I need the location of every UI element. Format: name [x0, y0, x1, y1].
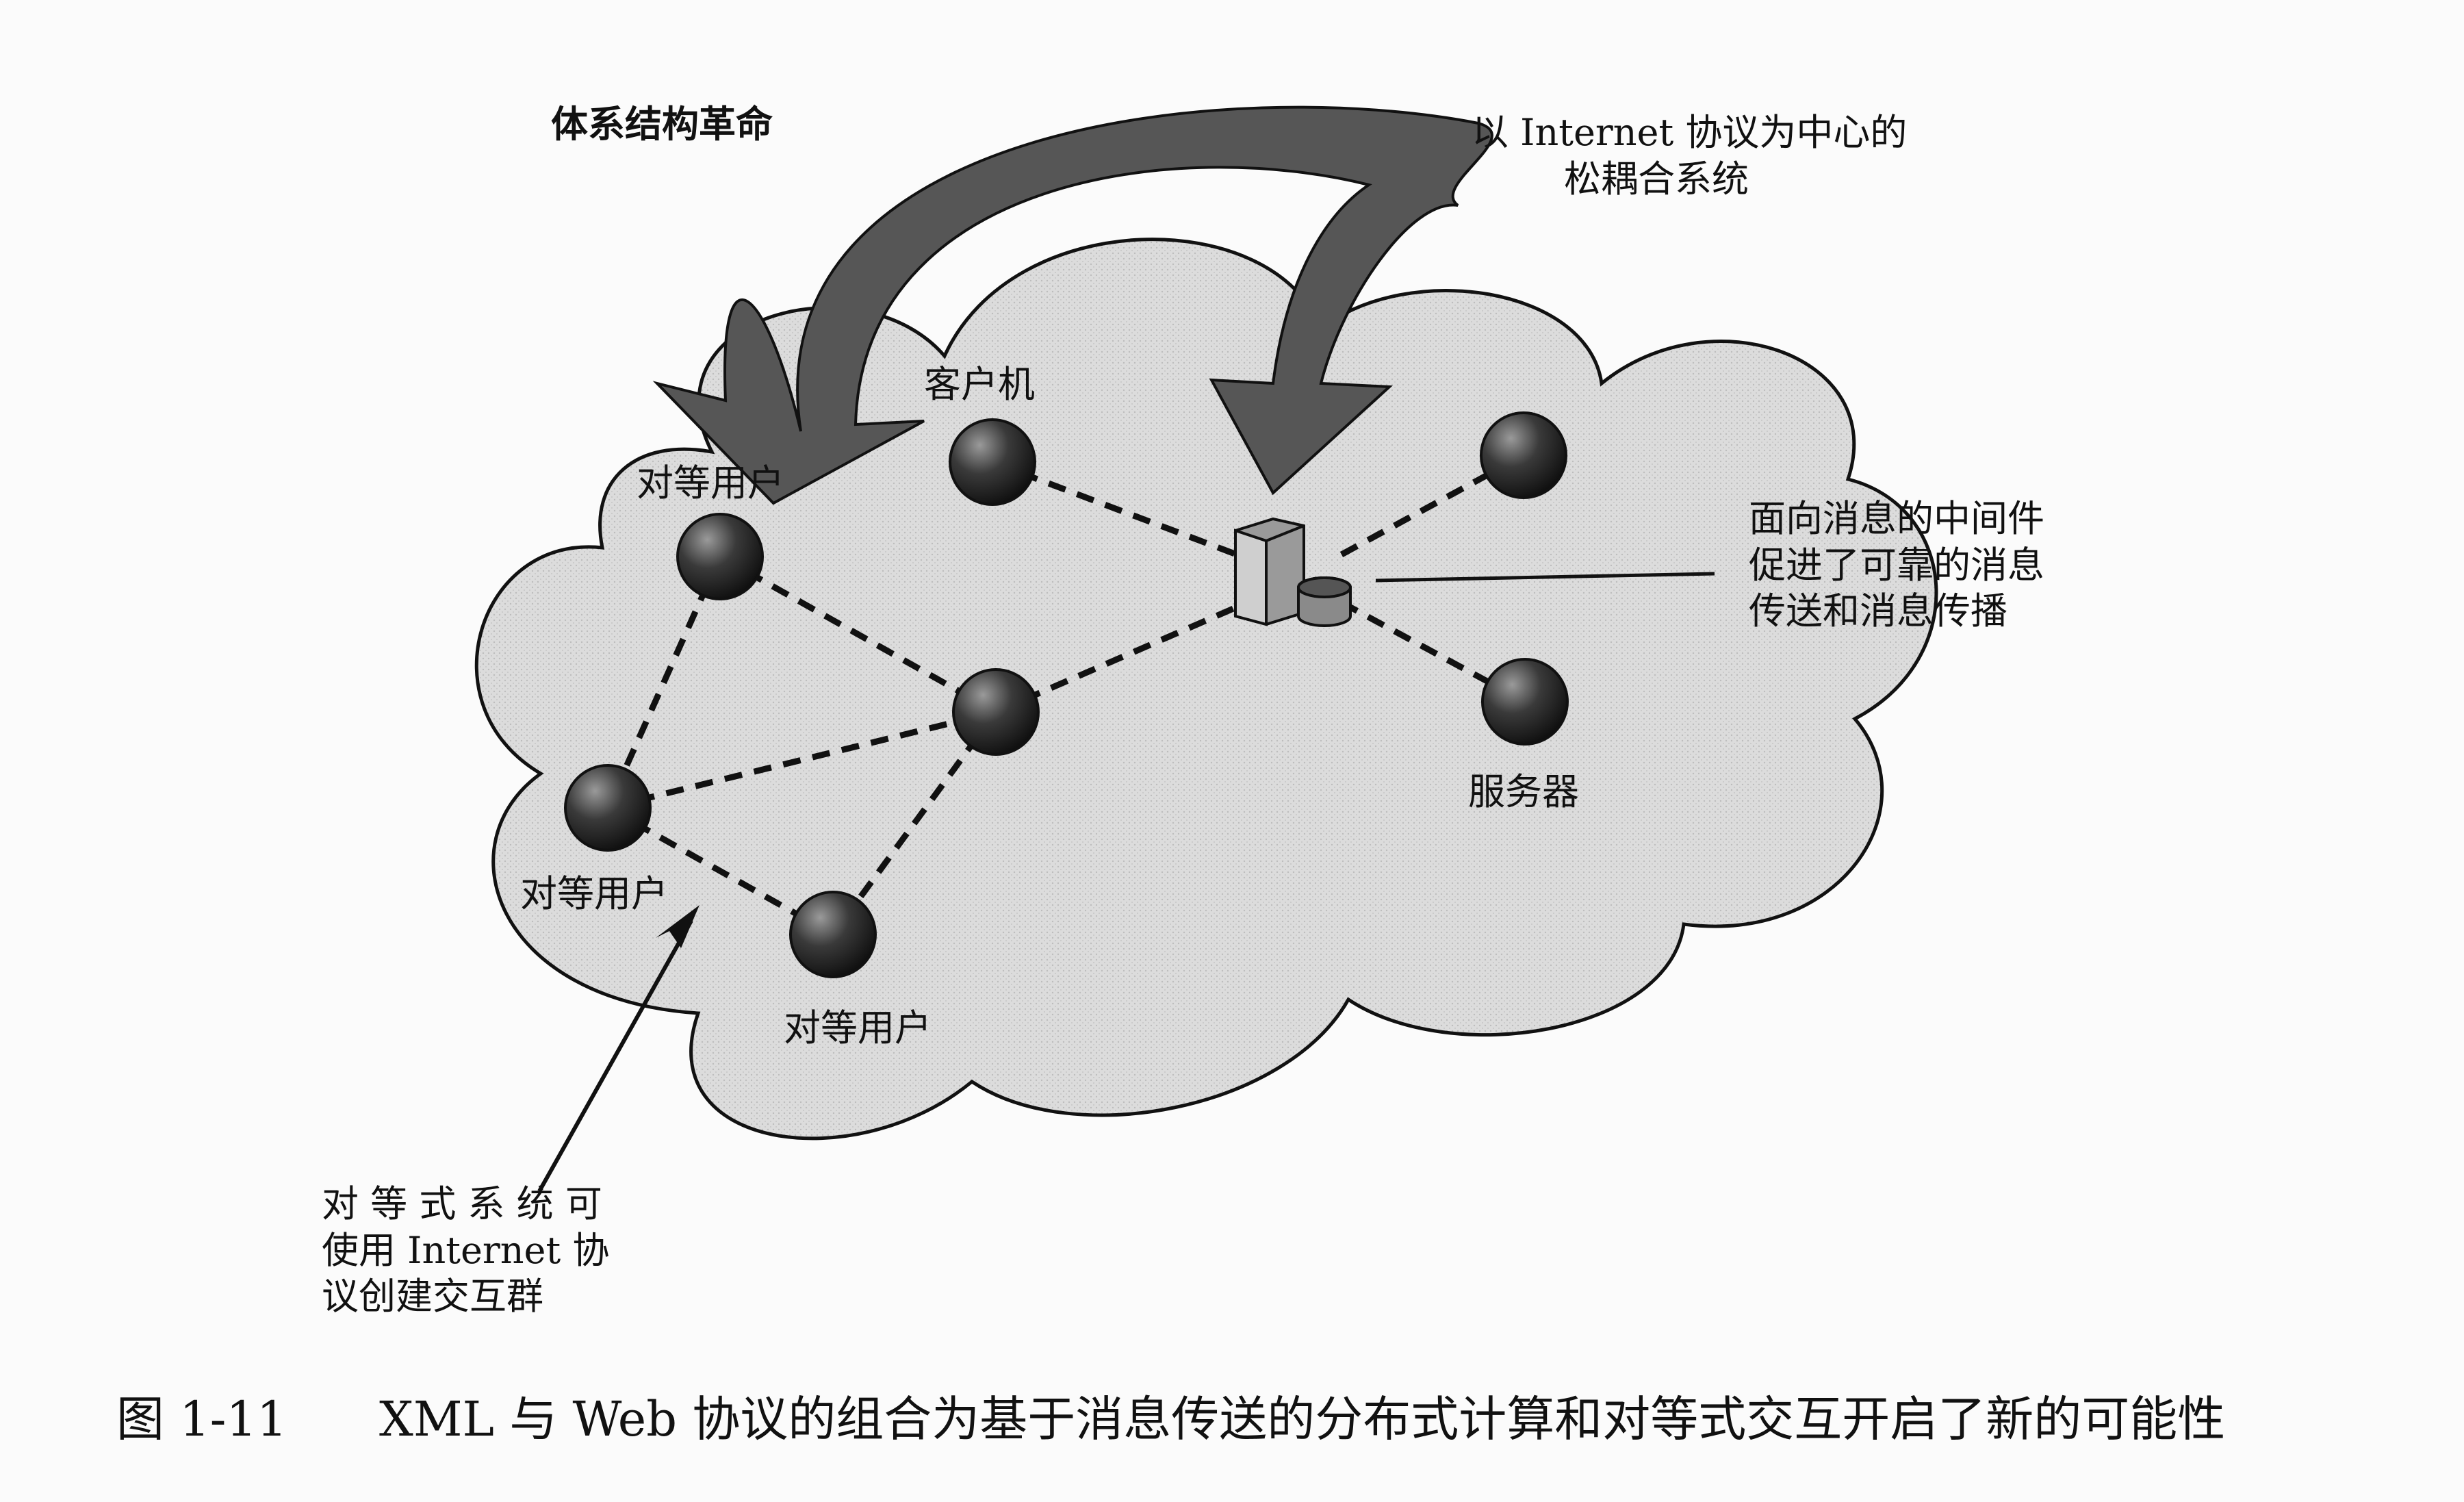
link-client-server-box [991, 459, 1247, 561]
link-server-box-node-right [1339, 453, 1526, 557]
figure-caption-text: XML 与 Web 协议的组合为基于消息传送的分布式计算和对等式交互开启了新的可… [379, 1391, 2226, 1447]
peer-bottom-node [789, 891, 877, 978]
peer-bottom-label: 对等用户 [784, 1006, 932, 1049]
p2p-note-line1: 对 等 式 系 统 可 [322, 1182, 602, 1225]
peer-bottom-left-label: 对等用户 [520, 872, 668, 915]
middleware-label-line3: 传送和消息传播 [1749, 589, 2007, 633]
link-center-server-box [994, 582, 1288, 715]
server-node [1481, 658, 1569, 746]
architecture-arrow [652, 105, 1493, 505]
middleware-label-line1: 面向消息的中间件 [1749, 497, 2044, 540]
link-peer-top-peer-left [604, 555, 723, 809]
peer-left-node [564, 764, 652, 852]
p2p-note-label: 对 等 式 系 统 可 使用 Internet 协 议创建交互群 [322, 1181, 609, 1320]
center-peer-node [952, 668, 1040, 756]
p2p-note-line3: 议创建交互群 [322, 1275, 543, 1318]
cloud [474, 238, 1938, 1141]
p2p-pointer-arrow [537, 905, 700, 1193]
link-peer-top-center [718, 554, 998, 715]
client-label: 客户机 [924, 363, 1035, 406]
server-label: 服务器 [1468, 770, 1579, 813]
peer-top-label: 对等用户 [637, 461, 784, 505]
figure-caption: 图 1-11 XML 与 Web 协议的组合为基于消息传送的分布式计算和对等式交… [116, 1390, 2225, 1450]
connections [604, 453, 1527, 937]
top-right-node [1480, 411, 1567, 499]
link-center-peer-bottom [830, 710, 999, 937]
p2p-note-line2: 使用 Internet 协 [322, 1228, 610, 1272]
link-server-box-server [1339, 600, 1527, 704]
middleware-label: 面向消息的中间件 促进了可靠的消息 传送和消息传播 [1749, 496, 2044, 635]
link-peer-left-center [606, 709, 997, 811]
internet-protocol-label: 以 Internet 协议为中心的 松耦合系统 [1472, 110, 1907, 202]
figure-number: 图 1-11 [116, 1391, 287, 1447]
peer-top-node [676, 513, 764, 600]
internet-protocol-label-line1: 以 Internet 协议为中心的 [1472, 111, 1908, 154]
middleware-server-icon [1234, 517, 1352, 627]
internet-protocol-label-line2: 松耦合系统 [1564, 157, 1749, 201]
client-node [949, 418, 1036, 506]
architecture-revolution-label: 体系结构革命 [551, 102, 773, 146]
middleware-label-line2: 促进了可靠的消息 [1749, 543, 2044, 587]
nodes [564, 411, 1569, 978]
middleware-pointer-line [1375, 572, 1715, 583]
